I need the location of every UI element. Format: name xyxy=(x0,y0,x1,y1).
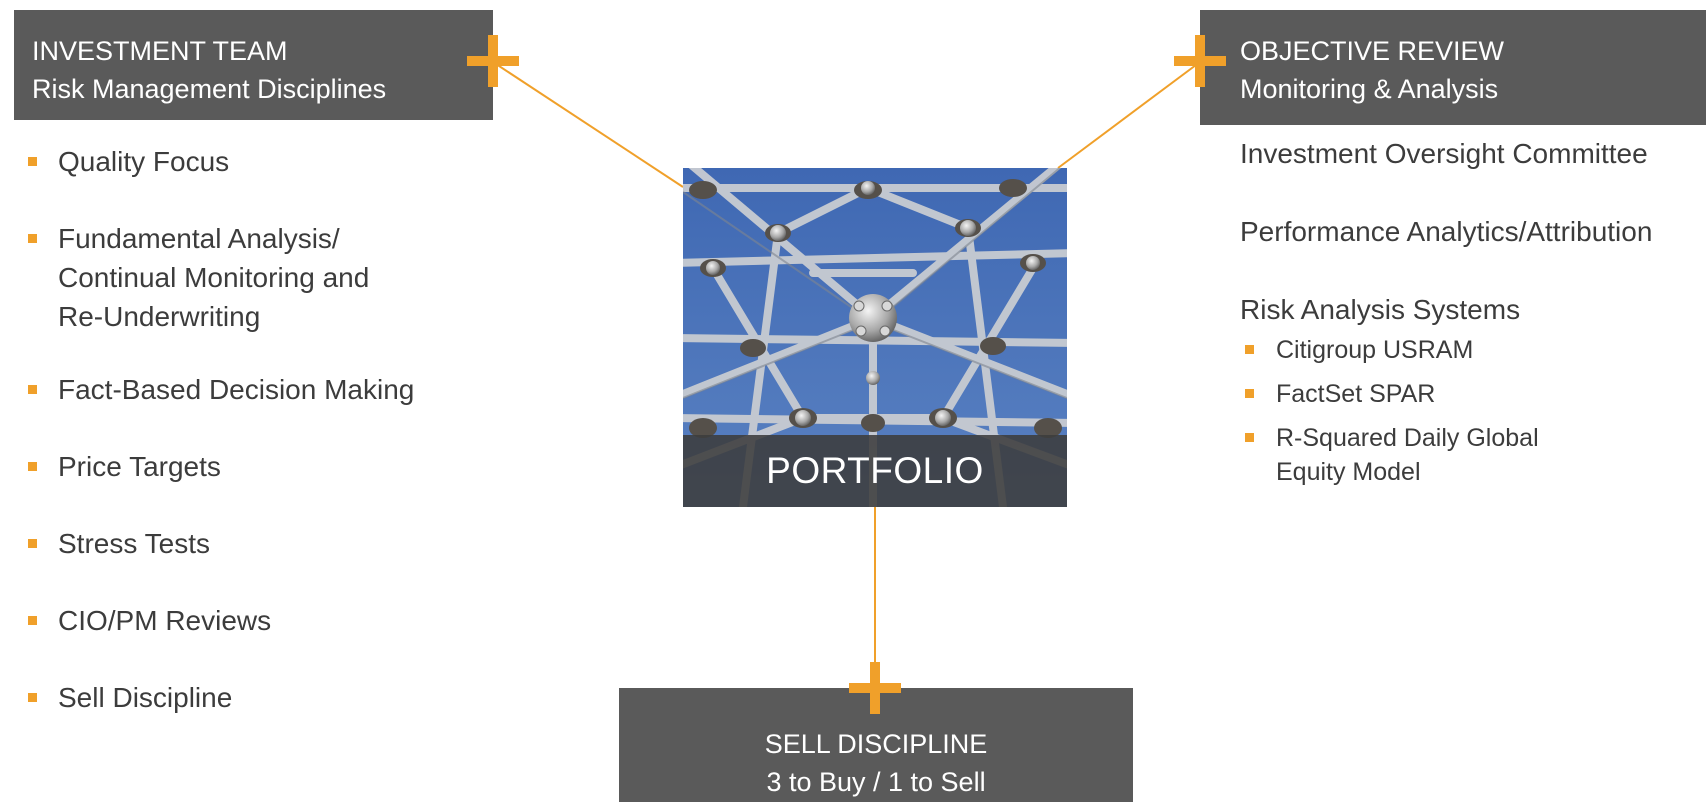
bullet-square-icon xyxy=(28,462,37,471)
bullet-square-icon xyxy=(28,157,37,166)
list-item: Quality Focus xyxy=(24,142,484,181)
list-item: Sell Discipline xyxy=(24,678,484,717)
plus-icon xyxy=(1174,35,1226,87)
objective-review-list: Investment Oversight Committee Performan… xyxy=(1240,134,1706,489)
list-item: Price Targets xyxy=(24,447,484,486)
bullet-square-icon xyxy=(1245,345,1254,354)
list-item: Citigroup USRAM xyxy=(1240,333,1706,367)
plus-icon xyxy=(849,662,901,714)
bullet-square-icon xyxy=(28,539,37,548)
sell-discipline-title: SELL DISCIPLINE xyxy=(764,729,988,759)
list-item: Fact-Based Decision Making xyxy=(24,370,484,409)
oversight-committee-item: Investment Oversight Committee xyxy=(1240,138,1648,169)
portfolio-image: PORTFOLIO xyxy=(683,168,1067,507)
list-item: Fundamental Analysis/Continual Monitorin… xyxy=(24,219,484,336)
bullet-square-icon xyxy=(1245,433,1254,442)
investment-team-title: INVESTMENT TEAM xyxy=(32,36,288,66)
list-item: Stress Tests xyxy=(24,524,484,563)
risk-disciplines-list: Quality Focus Fundamental Analysis/Conti… xyxy=(24,142,484,755)
objective-review-title: OBJECTIVE REVIEW xyxy=(1240,36,1505,66)
bullet-square-icon xyxy=(28,616,37,625)
performance-analytics-item: Performance Analytics/Attribution xyxy=(1240,216,1653,247)
investment-team-box: INVESTMENT TEAM Risk Management Discipli… xyxy=(14,10,493,120)
bullet-square-icon xyxy=(28,385,37,394)
bullet-square-icon xyxy=(28,234,37,243)
investment-team-subtitle: Risk Management Disciplines xyxy=(32,74,387,104)
sell-discipline-subtitle: 3 to Buy / 1 to Sell xyxy=(766,767,986,797)
objective-review-box: OBJECTIVE REVIEW Monitoring & Analysis xyxy=(1200,10,1706,125)
plus-icon xyxy=(467,35,519,87)
bullet-square-icon xyxy=(28,693,37,702)
risk-systems-list: Citigroup USRAM FactSet SPAR R-Squared D… xyxy=(1240,333,1706,489)
portfolio-label: PORTFOLIO xyxy=(683,435,1067,507)
list-item: FactSet SPAR xyxy=(1240,377,1706,411)
risk-analysis-systems-item: Risk Analysis Systems xyxy=(1240,294,1521,325)
list-item: CIO/PM Reviews xyxy=(24,601,484,640)
objective-review-subtitle: Monitoring & Analysis xyxy=(1240,74,1499,104)
bullet-square-icon xyxy=(1245,389,1254,398)
